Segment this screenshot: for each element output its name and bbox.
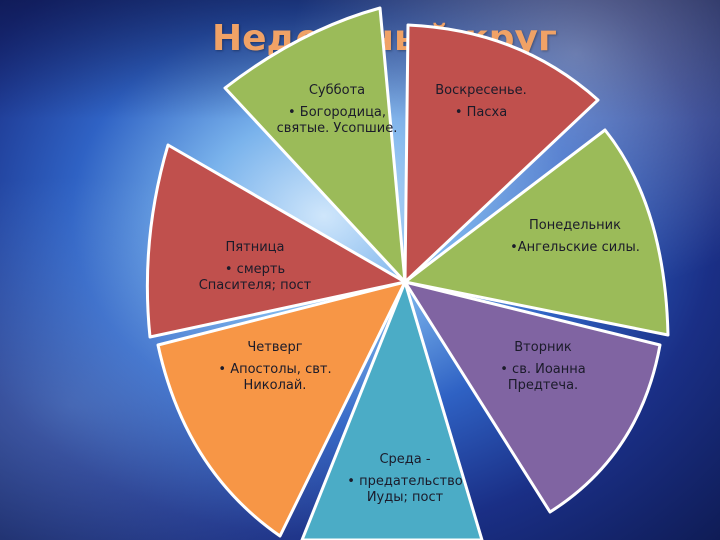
label-tuesday: Вторник • св. Иоанна Предтеча.	[478, 340, 608, 394]
day-description: • предательство Иуды; пост	[347, 474, 463, 505]
segment-thursday	[156, 280, 407, 538]
day-name: Четверг	[247, 340, 303, 355]
segment-tuesday	[403, 280, 662, 514]
day-name: Пятница	[225, 240, 285, 255]
label-monday: Понедельник •Ангельские силы.	[500, 218, 650, 256]
day-name: Среда -	[379, 452, 431, 467]
segment-saturday	[223, 6, 407, 284]
day-name: Вторник	[514, 340, 572, 355]
day-name: Понедельник	[529, 218, 621, 233]
label-friday: Пятница • смерть Спасителя; пост	[190, 240, 320, 294]
day-description: •Ангельские силы.	[510, 240, 640, 255]
day-description: • св. Иоанна Предтеча.	[500, 362, 586, 393]
label-thursday: Четверг • Апостолы, свт. Николай.	[210, 340, 340, 394]
day-description: • Пасха	[454, 105, 508, 120]
label-sunday: Воскресенье. • Пасха	[416, 83, 546, 121]
label-wednesday: Среда - • предательство Иуды; пост	[345, 452, 465, 506]
day-description: • Богородица, святые. Усопшие.	[276, 105, 398, 136]
segment-friday	[145, 143, 407, 339]
segment-sunday	[403, 23, 600, 284]
label-saturday: Суббота • Богородица, святые. Усопшие.	[262, 83, 412, 137]
day-name: Воскресенье.	[435, 83, 527, 98]
day-name: Суббота	[308, 83, 366, 98]
segment-wednesday	[300, 280, 484, 540]
day-description: • Апостолы, свт. Николай.	[218, 362, 332, 393]
day-description: • смерть Спасителя; пост	[198, 262, 312, 293]
segment-monday	[403, 128, 670, 337]
